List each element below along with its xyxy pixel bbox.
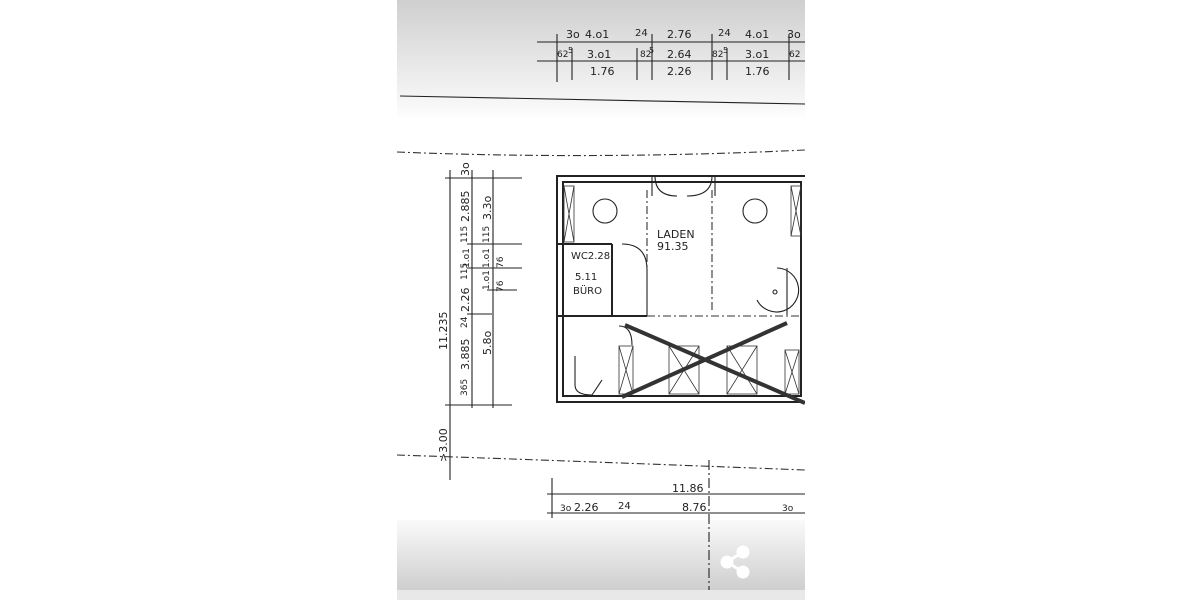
bottom-dimensions: 11.86 3o 2.26 24 8.76 3o (547, 460, 805, 590)
dim: 11.86 (672, 482, 704, 495)
share-button[interactable] (715, 542, 755, 582)
dim: 5 (649, 46, 654, 55)
left-dimensions: 11.235 >3.00 3o 2.885 115 1.o1 115 2.26 … (437, 162, 522, 480)
dim: 4.o1 (585, 28, 609, 41)
dim: 76 (496, 256, 506, 268)
dim: 62 (557, 50, 568, 60)
dim: 3.o1 (587, 48, 611, 61)
dim: 2.64 (667, 48, 692, 61)
floor-plan-image: 3o 4.o1 24 2.76 24 4.o1 3o 62 5 3.o1 82 … (397, 28, 805, 590)
dim: 365 (460, 379, 470, 396)
dim: 1.o1 (482, 270, 492, 290)
dim: 24 (460, 316, 470, 328)
dim: 3o (787, 28, 801, 41)
share-icon (720, 545, 750, 579)
dim: 62 (789, 50, 800, 60)
dim: 3.o1 (745, 48, 769, 61)
dim: 3.3o (481, 196, 494, 220)
dim: 24 (618, 501, 631, 512)
dim: 82 (640, 50, 651, 60)
dim: 2.76 (667, 28, 692, 41)
dim: 2.26 (459, 288, 472, 313)
dim: 3o (560, 504, 572, 514)
top-dimensions: 3o 4.o1 24 2.76 24 4.o1 3o 62 5 3.o1 82 … (399, 28, 805, 105)
dim: 2.885 (459, 191, 472, 223)
dim: >3.00 (437, 428, 450, 462)
room-label-laden: LADEN (657, 228, 695, 241)
navigation-bar (397, 590, 805, 600)
dim: 24 (718, 28, 731, 39)
dim: 2.26 (574, 501, 599, 514)
dim: 1.o1 (482, 248, 492, 268)
dim: 3o (782, 504, 794, 514)
dim: 4.o1 (745, 28, 769, 41)
dim: 8.76 (682, 501, 707, 514)
dim: 11.235 (437, 312, 450, 351)
building-walls: LADEN 91.35 WC2.28 5.11 BÜRO (556, 175, 805, 405)
dim: 3o (566, 28, 580, 41)
dim: 5 (723, 46, 728, 55)
dim: 1.76 (745, 65, 770, 78)
dim: 3.885 (459, 339, 472, 371)
room-label-wc: WC2.28 (571, 251, 610, 262)
room-area-laden: 91.35 (657, 240, 689, 253)
dim: 5.8o (481, 331, 494, 355)
dim: 115 (460, 226, 470, 243)
dim: 1.76 (590, 65, 615, 78)
dim: 82 (712, 50, 723, 60)
dim: 1.o1 (462, 248, 472, 268)
dim: 115 (482, 226, 492, 243)
room-area-buero: 5.11 (575, 272, 597, 283)
dim: 2.26 (667, 65, 692, 78)
image-viewer: 3o 4.o1 24 2.76 24 4.o1 3o 62 5 3.o1 82 … (397, 0, 805, 600)
dim: 76 (496, 280, 506, 292)
dim: 115 (460, 263, 470, 280)
dim: 3o (459, 162, 472, 176)
dim: 5 (568, 46, 573, 55)
room-label-buero: BÜRO (573, 284, 602, 297)
dim: 24 (635, 28, 648, 39)
